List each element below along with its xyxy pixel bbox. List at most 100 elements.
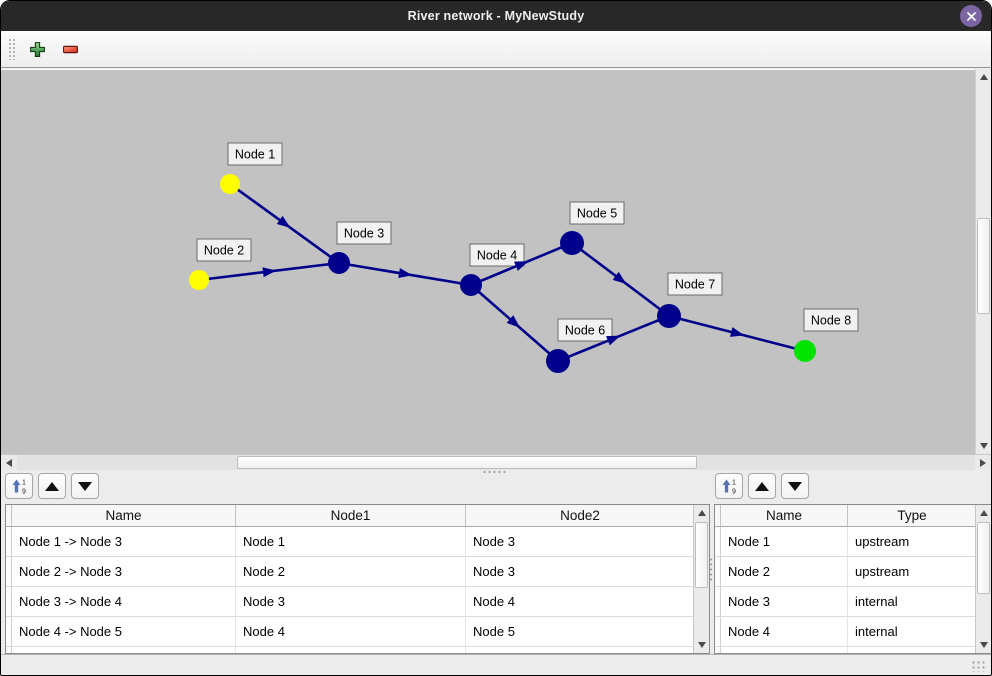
remove-button[interactable]	[58, 37, 82, 61]
network-node[interactable]	[220, 174, 240, 194]
table-cell[interactable]: Node 2	[236, 557, 466, 587]
table-cell[interactable]	[12, 647, 236, 653]
scroll-up-button[interactable]	[976, 505, 991, 521]
table-cell[interactable]: Node 5	[466, 617, 695, 647]
network-node[interactable]	[460, 274, 482, 296]
scroll-up-button[interactable]	[694, 505, 709, 521]
edge-arrowhead-icon	[276, 215, 291, 228]
table-cell[interactable]: Node 4	[466, 587, 695, 617]
table-cell[interactable]: Node 3	[466, 527, 695, 557]
network-node[interactable]	[546, 349, 570, 373]
edges-table-vscrollbar[interactable]	[693, 505, 709, 653]
table-cell[interactable]: Node 4 -> Node 5	[12, 617, 236, 647]
move-node-up-button[interactable]	[748, 473, 776, 499]
node-label: Node 7	[675, 278, 715, 292]
horizontal-splitter-handle[interactable]	[482, 470, 508, 475]
arrow-down-icon	[697, 642, 706, 648]
edges-vscroll-thumb[interactable]	[695, 522, 708, 588]
table-cell[interactable]	[848, 647, 977, 653]
column-header[interactable]: Node1	[236, 505, 466, 527]
table-row[interactable]	[715, 647, 977, 653]
table-cell[interactable]	[721, 647, 848, 653]
nodes-table-vscrollbar[interactable]	[975, 505, 991, 653]
table-cell[interactable]: Node 3	[236, 587, 466, 617]
table-cell[interactable]: Node 2	[721, 557, 848, 587]
table-cell[interactable]: Node 3	[721, 587, 848, 617]
table-cell[interactable]: internal	[848, 587, 977, 617]
node-label: Node 1	[235, 148, 275, 162]
node-label: Node 8	[811, 314, 851, 328]
edge-arrowhead-icon	[606, 335, 621, 346]
sort-ascending-icon: 1 9	[722, 479, 736, 496]
canvas-vscroll-thumb[interactable]	[977, 218, 990, 314]
network-node[interactable]	[794, 340, 816, 362]
column-header[interactable]: Name	[12, 505, 236, 527]
scroll-down-button[interactable]	[976, 637, 991, 653]
table-cell[interactable]: Node 2 -> Node 3	[12, 557, 236, 587]
column-header[interactable]: Name	[721, 505, 848, 527]
table-cell[interactable]: upstream	[848, 527, 977, 557]
vertical-splitter-handle[interactable]	[709, 557, 714, 581]
sort-edges-button[interactable]: 1 9	[5, 473, 33, 499]
edge-arrowhead-icon	[262, 267, 277, 278]
network-node[interactable]	[657, 304, 681, 328]
svg-text:1: 1	[732, 480, 736, 487]
table-cell[interactable]: internal	[848, 617, 977, 647]
table-cell[interactable]: Node 4	[721, 617, 848, 647]
scroll-up-button[interactable]	[976, 69, 991, 85]
network-node[interactable]	[560, 231, 584, 255]
add-button[interactable]	[25, 37, 49, 61]
scroll-down-button[interactable]	[976, 438, 991, 454]
network-node[interactable]	[328, 252, 350, 274]
node-label-box	[469, 243, 525, 267]
node-label: Node 4	[477, 249, 517, 263]
node-label: Node 3	[344, 227, 384, 241]
svg-text:9: 9	[732, 489, 736, 496]
table-cell[interactable]: Node 1	[236, 527, 466, 557]
column-header[interactable]: Type	[848, 505, 977, 527]
arrow-up-icon	[979, 510, 988, 516]
table-cell[interactable]: upstream	[848, 557, 977, 587]
close-button[interactable]	[960, 5, 982, 27]
scroll-down-button[interactable]	[694, 637, 709, 653]
node-label-box	[667, 272, 723, 296]
scroll-left-button[interactable]	[1, 455, 17, 470]
nodes-vscroll-thumb[interactable]	[977, 522, 990, 594]
move-edge-up-button[interactable]	[38, 473, 66, 499]
scroll-right-button[interactable]	[975, 455, 991, 470]
window-title: River network - MyNewStudy	[407, 9, 585, 23]
table-cell[interactable]: Node 4	[236, 617, 466, 647]
move-edge-down-button[interactable]	[71, 473, 99, 499]
arrow-down-icon	[979, 642, 988, 648]
toolbar-drag-handle[interactable]	[8, 38, 16, 60]
sort-nodes-button[interactable]: 1 9	[715, 473, 743, 499]
canvas-vscrollbar[interactable]	[975, 69, 991, 454]
column-header[interactable]: Node2	[466, 505, 695, 527]
table-cell[interactable]: Node 1	[721, 527, 848, 557]
resize-grip[interactable]	[971, 660, 985, 672]
network-node[interactable]	[189, 270, 209, 290]
move-node-down-button[interactable]	[781, 473, 809, 499]
table-cell[interactable]: Node 3 -> Node 4	[12, 587, 236, 617]
table-row[interactable]	[6, 647, 695, 653]
canvas-hscrollbar[interactable]	[1, 454, 991, 470]
table-cell[interactable]: Node 1 -> Node 3	[12, 527, 236, 557]
table-cell[interactable]	[466, 647, 695, 653]
arrow-down-icon	[788, 481, 802, 491]
table-cell[interactable]	[236, 647, 466, 653]
nodes-panel-toolbar: 1 9	[715, 473, 809, 499]
table-cell[interactable]: Node 3	[466, 557, 695, 587]
sort-ascending-icon: 1 9	[12, 479, 26, 495]
canvas-hscroll-thumb[interactable]	[237, 456, 697, 469]
